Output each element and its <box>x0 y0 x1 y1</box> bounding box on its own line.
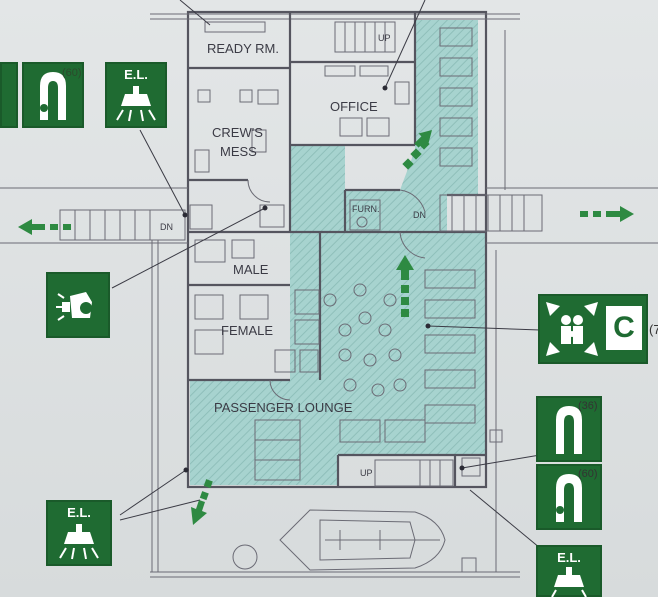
lounge-seating <box>254 27 476 481</box>
winch <box>232 544 258 570</box>
stair-up-label-top: UP <box>378 33 391 43</box>
muster-station-icon <box>546 302 598 356</box>
room-label-female: FEMALE <box>221 323 273 338</box>
furnace <box>349 199 381 231</box>
lifejacket-sign-right-top <box>536 396 602 462</box>
building-walls <box>0 10 658 578</box>
muster-letter: C <box>613 311 635 344</box>
stair-up-label-bottom: UP <box>360 468 373 478</box>
emergency-light-icon <box>551 567 587 597</box>
door-swings <box>247 179 426 401</box>
el-label: E.L. <box>124 67 148 82</box>
emergency-light-icon <box>116 86 156 122</box>
stair-right <box>439 194 543 232</box>
stair-dn-label-right: DN <box>413 210 426 220</box>
room-label-ready-room: READY RM. <box>207 41 279 56</box>
muster-suffix: (7 <box>649 322 658 337</box>
el-label: E.L. <box>557 550 581 565</box>
room-label-passenger-lounge: PASSENGER LOUNGE <box>214 400 353 415</box>
emergency-light-sign-bottom-left: E.L. <box>46 500 112 566</box>
room-label-crews-mess-1: CREW'S <box>212 125 263 140</box>
room-label-male: MALE <box>233 262 269 277</box>
sign-partial-left <box>0 62 18 128</box>
exit-arrow-icon <box>18 130 634 525</box>
leader-lines <box>111 0 541 549</box>
lifejacket-sign-right-bottom <box>536 464 602 530</box>
lifejacket-icon <box>556 406 582 454</box>
lifejacket-count-right-bottom: (60) <box>578 468 598 480</box>
lifejacket-icon <box>556 474 582 522</box>
muster-station-sign: C <box>538 294 648 364</box>
room-label-crews-mess-2: MESS <box>220 144 257 159</box>
stair-dn-label-left: DN <box>160 222 173 232</box>
emergency-light-sign-top: E.L. <box>105 62 167 128</box>
lifejacket-sign-top <box>22 62 84 128</box>
passenger-zone <box>190 20 485 485</box>
stair-left <box>59 209 186 241</box>
lifejacket-icon <box>40 72 66 120</box>
stair-bottom <box>374 459 454 487</box>
emergency-light-sign-bottom-right: E.L. <box>536 545 602 597</box>
lifejacket-count-top: (60) <box>62 67 82 79</box>
alarm-sign-left <box>46 272 110 338</box>
office-furniture <box>194 21 410 173</box>
room-label-furn: FURN. <box>352 204 380 214</box>
room-label-office: OFFICE <box>330 99 378 114</box>
restroom-fixtures <box>189 204 320 373</box>
el-label: E.L. <box>67 505 91 520</box>
emergency-light-icon <box>59 524 99 560</box>
muster-letter-box: C <box>606 306 642 350</box>
rescue-boat-icon <box>279 509 446 571</box>
lifejacket-count-right-top: (36) <box>578 400 598 412</box>
stair-top <box>334 21 396 53</box>
alarm-bell-icon <box>56 292 92 321</box>
